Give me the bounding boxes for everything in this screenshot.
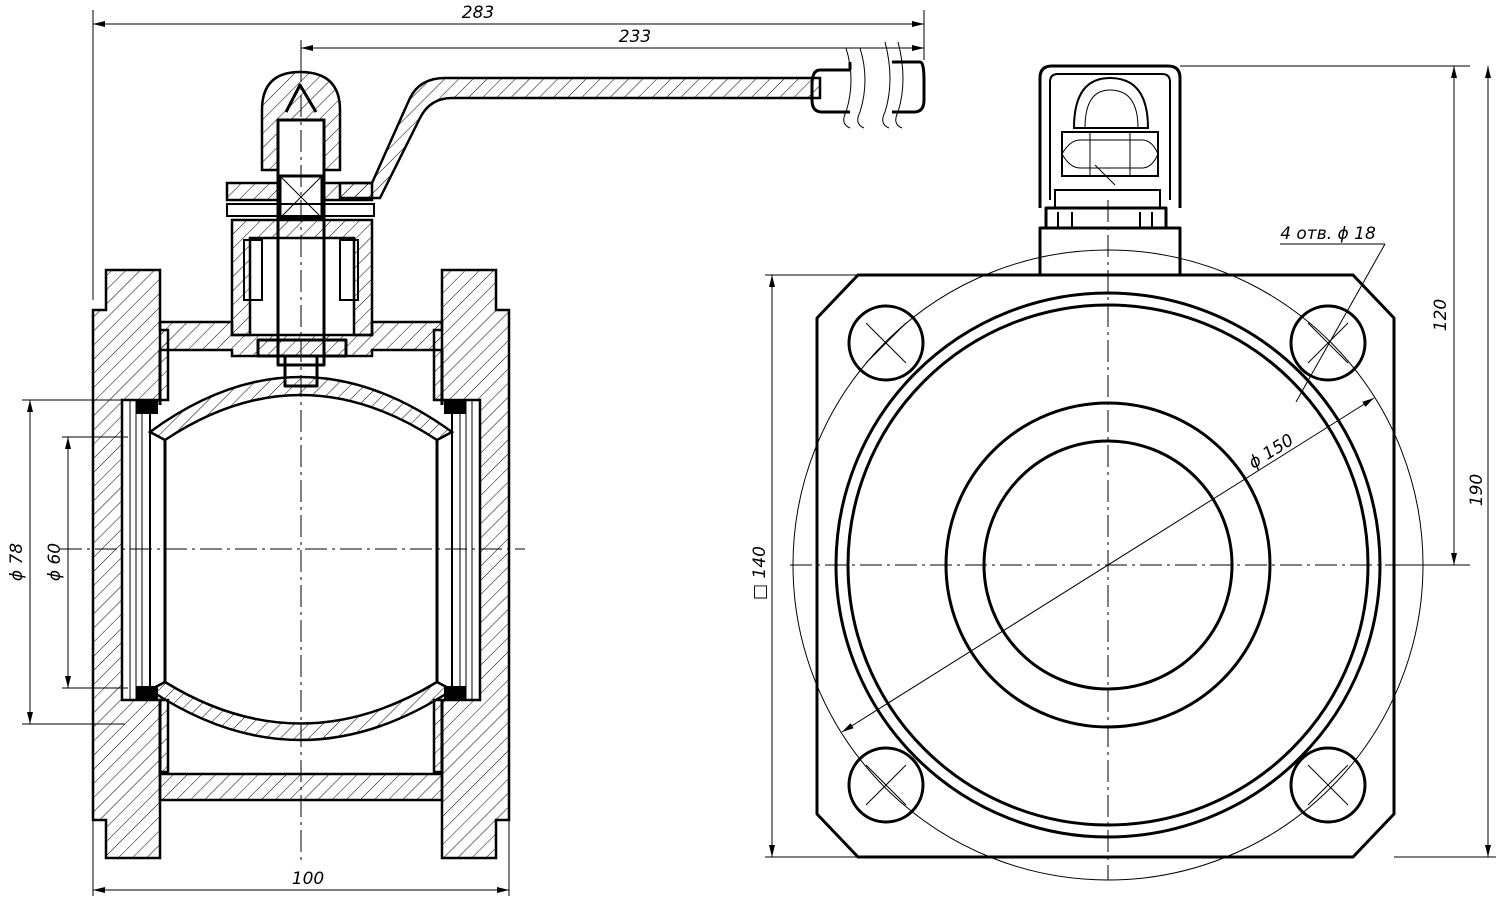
dim-square140: □ 140 — [750, 274, 860, 858]
dim-phi78-label: ϕ 78 — [7, 543, 27, 581]
flange-outline — [815, 273, 1396, 859]
top-nut — [260, 70, 342, 172]
dim-233: 233 — [300, 27, 924, 75]
dim-square140-label: □ 140 — [750, 546, 770, 600]
ball-upper — [147, 375, 455, 442]
dim-283-label: 283 — [462, 3, 494, 23]
dim-283: 283 — [92, 3, 925, 300]
dim-phi60-label: ϕ 60 — [45, 543, 65, 581]
stem-housing — [230, 218, 374, 337]
dim-190: 190 — [1394, 66, 1496, 858]
dim-phi78: ϕ 78 — [7, 399, 125, 725]
dim-phi150-label: ϕ 150 — [1245, 430, 1297, 473]
dim-100: 100 — [92, 820, 510, 896]
bolt-hole-bl — [847, 746, 925, 824]
nut-cap — [1038, 64, 1182, 208]
packing-left — [243, 239, 263, 301]
bolt-hole-tr — [1289, 304, 1367, 382]
dim-120: 120 — [1180, 65, 1470, 566]
bolt-hole-br — [1289, 746, 1367, 824]
end-view: ϕ 150 4 отв. ϕ 18 □ 140 120 190 — [750, 64, 1496, 881]
bolt-hole-tl — [847, 304, 925, 382]
handle-grip — [810, 60, 926, 114]
hex-nut — [1061, 131, 1159, 177]
dim-190-label: 190 — [1467, 474, 1487, 506]
dim-120-label: 120 — [1431, 299, 1451, 331]
dim-100-label: 100 — [292, 869, 324, 889]
section-view: 283 233 100 ϕ 78 ϕ 60 — [7, 3, 926, 896]
dim-phi60: ϕ 60 — [45, 436, 128, 689]
holes-note-label: 4 отв. ϕ 18 — [1280, 224, 1376, 244]
holes-note: 4 отв. ϕ 18 — [1280, 224, 1386, 403]
right-seat-ring — [444, 399, 481, 701]
top-neck — [1038, 226, 1182, 275]
left-seat-ring — [121, 399, 158, 701]
dim-233-label: 233 — [619, 27, 651, 47]
handle-lever — [338, 76, 822, 200]
handle-plate — [225, 181, 282, 202]
packing-right — [339, 239, 359, 301]
